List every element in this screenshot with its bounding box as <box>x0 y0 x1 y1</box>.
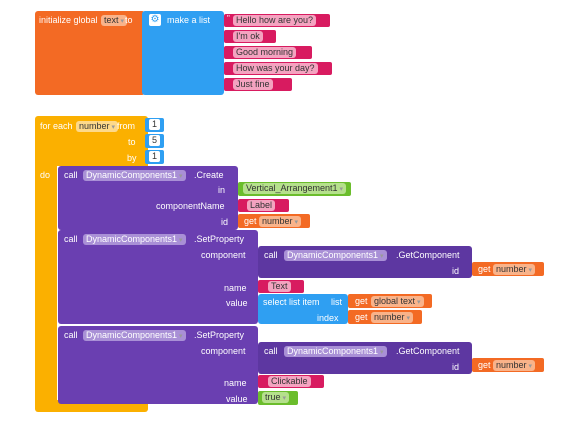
setprop1-method-label: .SetProperty <box>194 234 245 244</box>
loop-var-field[interactable]: number <box>76 121 118 132</box>
by-value[interactable]: 1 <box>149 151 160 162</box>
setprop2-value-label: value <box>226 394 248 404</box>
select-list-item-block[interactable] <box>258 294 348 324</box>
create-in-label: in <box>218 185 226 195</box>
setprop2-name-label: name <box>224 378 247 388</box>
list-item-2-text[interactable]: I'm ok <box>233 31 263 42</box>
gear-icon[interactable]: ⚙ <box>149 14 161 26</box>
component-name-label: componentName <box>156 201 225 211</box>
create-method-label: .Create <box>194 170 224 180</box>
index-get-field[interactable]: number <box>371 312 413 323</box>
in-component-field[interactable]: Vertical_Arrangement1 <box>243 183 347 194</box>
getcomp1-component-field[interactable]: DynamicComponents1 <box>284 250 387 261</box>
list-item-3-text[interactable]: Good morning <box>233 47 297 58</box>
setprop2-call-label: call <box>64 330 78 340</box>
init-var-field[interactable]: text <box>101 15 127 26</box>
setprop1-value-label: value <box>226 298 248 308</box>
select-index-label: index <box>317 313 339 323</box>
getcomp1-method-label: .GetComponent <box>396 250 460 260</box>
setprop1-call-label: call <box>64 234 78 244</box>
getcomp2-id-field[interactable]: number <box>493 360 535 371</box>
setprop2-component-label: component <box>201 346 246 356</box>
component-name-text[interactable]: Label <box>247 200 276 211</box>
create-call-label: call <box>64 170 78 180</box>
setprop2-name-text[interactable]: Clickable <box>268 376 311 387</box>
to-value[interactable]: 5 <box>149 135 160 146</box>
create-id-label: id <box>221 217 229 227</box>
for-each-spine <box>35 166 57 408</box>
select-list-item-label: select list item <box>263 297 320 307</box>
setprop1-name-label: name <box>224 283 247 293</box>
from-label: from <box>117 121 135 131</box>
getcomp2-method-label: .GetComponent <box>396 346 460 356</box>
setprop2-component-field[interactable]: DynamicComponents1 <box>83 330 186 341</box>
init-global-label: initialize global <box>39 15 98 25</box>
setprop1-block[interactable] <box>58 230 258 324</box>
getcomp2-call-label: call <box>264 346 278 356</box>
init-to-label: to <box>125 15 133 25</box>
getcomp2-id-label: id <box>452 362 460 372</box>
by-label: by <box>127 153 137 163</box>
create-get-label: get <box>244 216 257 226</box>
select-list-label: list <box>331 297 342 307</box>
for-each-label: for each <box>40 121 73 131</box>
setprop2-method-label: .SetProperty <box>194 330 245 340</box>
do-label: do <box>40 170 51 180</box>
setprop1-component-label: component <box>201 250 246 260</box>
create-component-field[interactable]: DynamicComponents1 <box>83 170 186 181</box>
getcomp1-call-label: call <box>264 250 278 260</box>
list-item-1-text[interactable]: Hello how are you? <box>233 15 317 26</box>
to-label: to <box>128 137 136 147</box>
make-list-label: make a list <box>167 15 211 25</box>
list-item-5-text[interactable]: Just fine <box>233 79 273 90</box>
init-global-block[interactable] <box>35 11 145 95</box>
getcomp2-get-label: get <box>478 360 491 370</box>
getcomp1-id-label: id <box>452 266 460 276</box>
list-get-label: get <box>355 296 368 306</box>
getcomp1-id-field[interactable]: number <box>493 264 535 275</box>
setprop1-name-text[interactable]: Text <box>268 281 291 292</box>
index-get-label: get <box>355 312 368 322</box>
list-item-4-text[interactable]: How was your day? <box>233 63 318 74</box>
getcomp1-get-label: get <box>478 264 491 274</box>
getcomp2-component-field[interactable]: DynamicComponents1 <box>284 346 387 357</box>
from-value[interactable]: 1 <box>149 119 160 130</box>
list-get-field[interactable]: global text <box>371 296 424 307</box>
setprop1-component-field[interactable]: DynamicComponents1 <box>83 234 186 245</box>
create-id-field[interactable]: number <box>259 216 301 227</box>
true-field[interactable]: true <box>262 392 289 403</box>
